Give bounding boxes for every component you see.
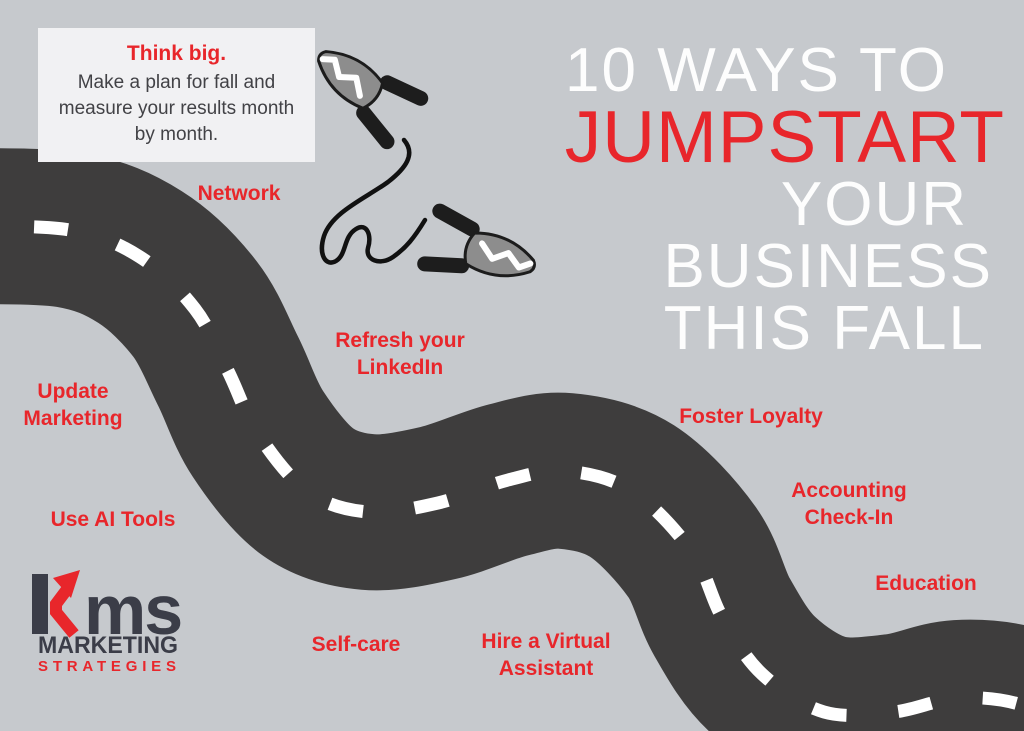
label-use-ai-tools: Use AI Tools bbox=[50, 508, 176, 531]
label-update-marketing: Update Marketing bbox=[23, 380, 123, 430]
logo-k-stem bbox=[32, 574, 48, 634]
alligator-clip-bottom bbox=[417, 203, 536, 278]
title-line-4: BUSINESS bbox=[663, 232, 993, 301]
card-heading: Think big. bbox=[126, 42, 227, 65]
poster-title: 10 WAYS TO JUMPSTART YOUR BUSINESS THIS … bbox=[565, 40, 1005, 360]
label-foster-loyalty: Foster Loyalty bbox=[679, 405, 823, 428]
cable-wire bbox=[319, 137, 428, 265]
label-refresh-linkedin: Refresh your LinkedIn bbox=[335, 329, 465, 379]
logo-arrow-icon bbox=[50, 570, 80, 638]
label-self-care: Self-care bbox=[311, 633, 401, 656]
logo-word-strategies: STRATEGIES bbox=[38, 658, 176, 675]
jumper-cables-icon bbox=[317, 50, 536, 278]
title-line-5: THIS FALL bbox=[663, 294, 985, 363]
think-big-card: Think big. Make a plan for fall and meas… bbox=[38, 28, 315, 162]
label-accounting-check-in: Accounting Check-In bbox=[791, 479, 907, 529]
title-line-1: 10 WAYS TO bbox=[565, 36, 948, 105]
label-education: Education bbox=[875, 572, 977, 595]
card-body: Make a plan for fall and measure your re… bbox=[58, 72, 295, 145]
label-hire-virtual-assistant: Hire a Virtual Assistant bbox=[481, 630, 611, 680]
kms-logo: ms MARKETING STRATEGIES bbox=[32, 570, 183, 675]
label-network: Network bbox=[197, 182, 281, 205]
title-line-2: JUMPSTART bbox=[564, 97, 1005, 178]
alligator-clip-top bbox=[317, 50, 429, 150]
road-center-dashes bbox=[0, 219, 1024, 722]
logo-brand-suffix: ms bbox=[84, 571, 181, 649]
logo-word-marketing: MARKETING bbox=[38, 632, 178, 659]
title-line-3: YOUR bbox=[780, 170, 968, 239]
